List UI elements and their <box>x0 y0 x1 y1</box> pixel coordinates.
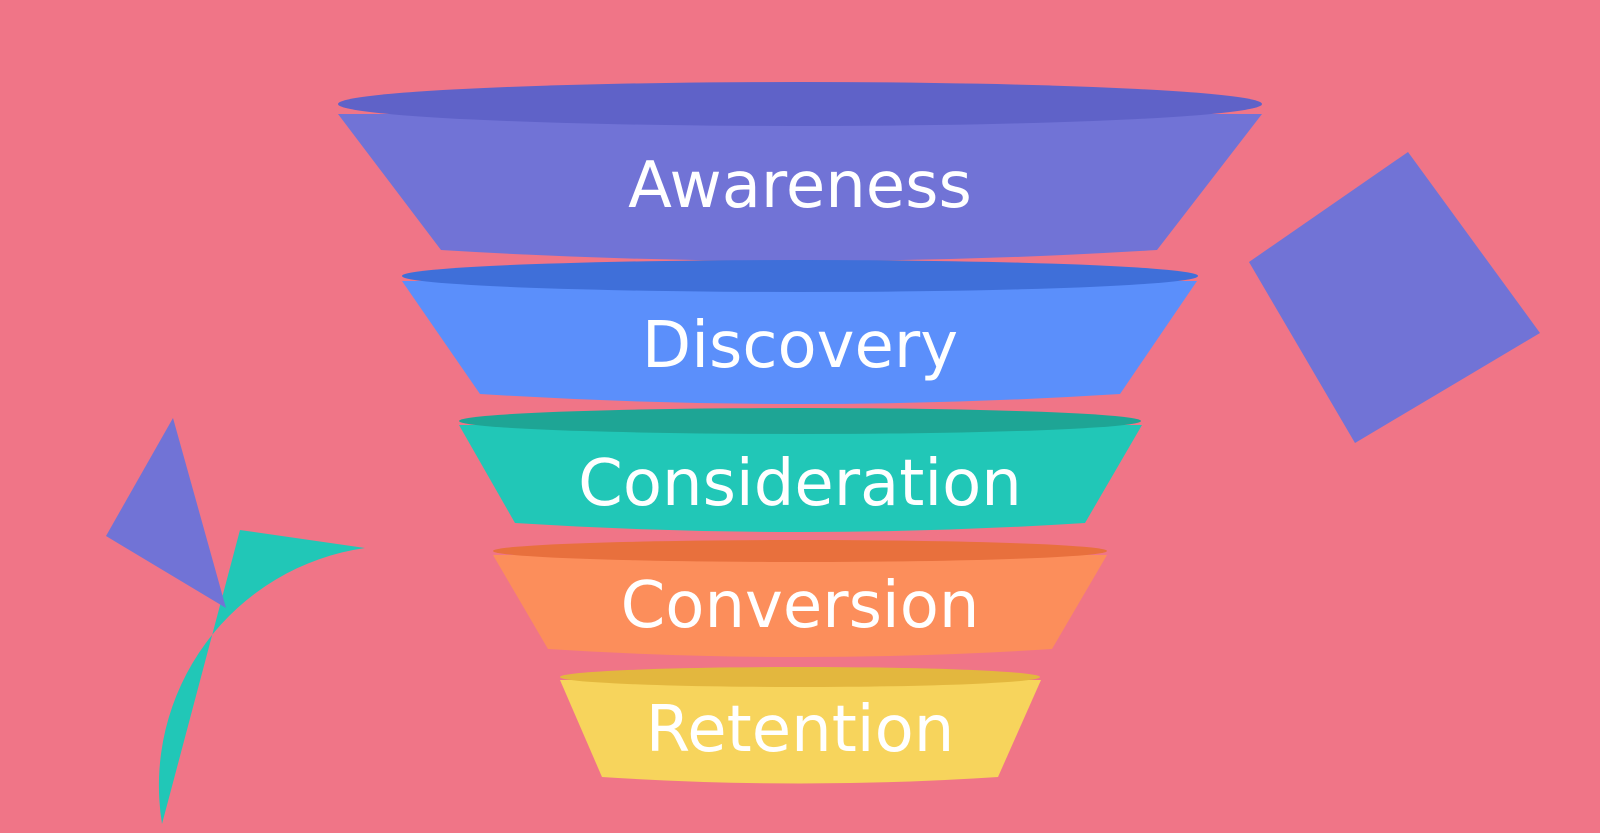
funnel-stage-label: Retention <box>646 693 955 767</box>
purple-diamond-shape <box>1249 152 1540 443</box>
funnel-stage-rim <box>459 408 1141 434</box>
funnel-stage-body <box>459 425 1142 532</box>
funnel-stage-label: Discovery <box>642 309 958 383</box>
funnel-stage-label: Awareness <box>628 149 972 223</box>
funnel-stage-discovery: Discovery <box>402 260 1198 404</box>
funnel-stage-conversion: Conversion <box>493 540 1107 657</box>
funnel-stage-rim <box>338 82 1262 126</box>
funnel-stage-body <box>402 281 1197 404</box>
funnel-stage-consideration: Consideration <box>459 408 1142 532</box>
funnel-stage-awareness: Awareness <box>338 82 1262 261</box>
funnel-stage-rim <box>493 540 1107 562</box>
funnel-stage-body <box>493 555 1107 657</box>
funnel-stage-body <box>560 680 1041 784</box>
teal-quarter-arc-shape <box>158 530 365 824</box>
funnel-stage-label: Consideration <box>578 447 1022 521</box>
purple-triangle-shape <box>106 418 226 608</box>
funnel-stage-label: Conversion <box>621 569 980 643</box>
funnel-stage-rim <box>560 667 1040 687</box>
funnel-stage-retention: Retention <box>560 667 1041 784</box>
funnel-stage-body <box>338 114 1262 261</box>
funnel-stage-rim <box>402 260 1198 292</box>
